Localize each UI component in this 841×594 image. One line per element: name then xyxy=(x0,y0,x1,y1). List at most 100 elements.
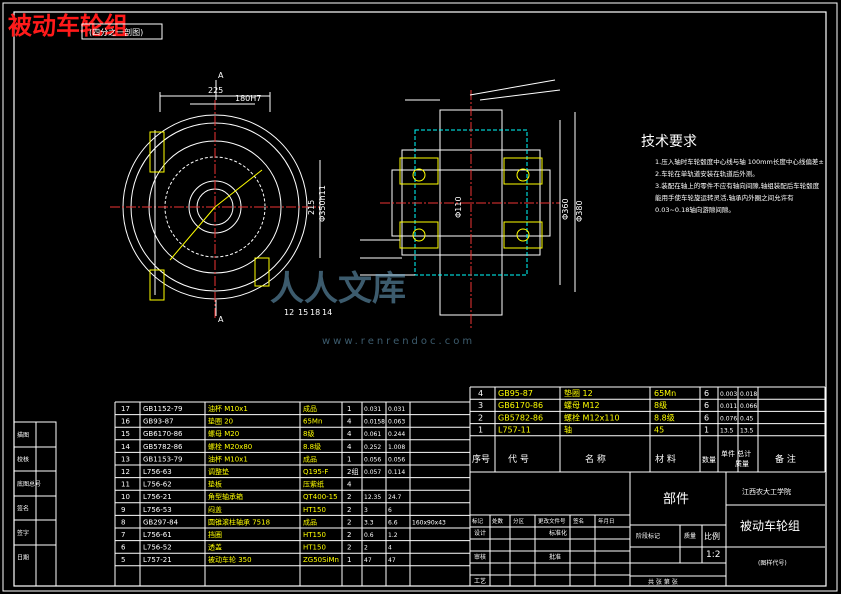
bom-lower-unit-mass: 0.057 xyxy=(364,469,381,476)
view-label-box xyxy=(81,23,163,40)
bom-upper-name: 螺母 M12 xyxy=(564,400,600,410)
bom-lower-code: GB93-87 xyxy=(143,418,174,426)
bom-lower-material: 压紫纸 xyxy=(303,480,324,489)
section-mark-top: A xyxy=(218,71,224,80)
bom-lower-no: 13 xyxy=(121,455,130,463)
bom-upper-name: 螺栓 M12x110 xyxy=(564,412,620,422)
bom-upper-unit-mass: 13.5 xyxy=(720,428,734,435)
dim-215: 215 xyxy=(307,200,316,215)
view-label: (四分之一剖图) xyxy=(89,27,143,37)
bom-lower-code: L756-62 xyxy=(143,481,172,489)
bom-lower-code: GB1153-79 xyxy=(143,455,182,463)
title-drawing-code: (图样代号) xyxy=(758,559,787,567)
bom-header-name: 名 称 xyxy=(585,453,606,465)
bom-lower-code: GB1152-79 xyxy=(143,405,182,413)
bom-lower-name: 油杯 M10x1 xyxy=(208,404,248,413)
bom-upper-no: 3 xyxy=(478,401,483,410)
bom-upper-unit-mass: 0.076 xyxy=(720,415,737,422)
bom-header-weight: 单件 总计 xyxy=(721,449,751,458)
bom-lower-qty: 2 xyxy=(347,493,351,501)
bom-lower-name: 油杯 M10x1 xyxy=(208,454,248,463)
bom-lower-total-mass: 1.2 xyxy=(388,532,398,539)
bom-lower-unit-mass: 0.031 xyxy=(364,406,381,413)
bom-upper-code: GB6170-86 xyxy=(498,401,543,410)
bom-lower-qty: 2 xyxy=(347,544,351,552)
left-column-cell: 签名 xyxy=(17,505,29,513)
bom-upper-no: 2 xyxy=(478,413,483,422)
bom-lower-material: HT150 xyxy=(303,544,326,552)
inner-border xyxy=(13,11,827,587)
bom-upper-no: 1 xyxy=(478,426,483,435)
bom-lower-qty: 4 xyxy=(347,418,352,426)
bom-lower-material: Q195-F xyxy=(303,468,328,476)
title-mass-label: 质量 xyxy=(684,532,696,540)
bom-lower-note: 160x90x43 xyxy=(412,519,446,526)
bom-lower-qty: 2组 xyxy=(347,467,358,476)
bom-header-no: 序号 xyxy=(472,453,490,465)
bom-lower-unit-mass: 47 xyxy=(364,557,372,564)
bom-lower-name: 角型轴承箱 xyxy=(208,492,243,501)
bom-lower-material: ZG50SiMn xyxy=(303,556,339,564)
bom-header-qty: 数量 xyxy=(702,455,716,464)
bom-upper-code: GB5782-86 xyxy=(498,413,543,422)
bom-lower-name: 闷盖 xyxy=(208,505,222,514)
tech-req-line-2: 2.车轮在单轨道安装在轨道后外测。 xyxy=(655,169,759,178)
bom-lower-code: L756-63 xyxy=(143,468,172,476)
bom-lower-material: 成品 xyxy=(303,454,317,463)
bom-lower-code: L756-52 xyxy=(143,544,172,552)
bom-upper-total-mass: 0.45 xyxy=(740,415,754,422)
bom-lower-no: 6 xyxy=(121,544,126,552)
ref-14: 14 xyxy=(322,308,332,317)
end-view xyxy=(110,80,321,318)
title-std-label: 标准化 xyxy=(549,529,567,537)
watermark-url: www.renrendoc.com xyxy=(322,336,475,347)
bom-header-material: 材 料 xyxy=(655,453,676,465)
bom-lower-code: L756-21 xyxy=(143,493,172,501)
title-category: 部件 xyxy=(663,492,689,507)
tech-req-heading: 技术要求 xyxy=(641,134,697,150)
ref-18: 18 xyxy=(310,308,320,317)
dim-dia-left: Φ350h11 xyxy=(318,185,327,222)
bom-lower-unit-mass: 0.0158 xyxy=(364,419,385,426)
title-school: 江西农大工学院 xyxy=(742,487,791,496)
dim-dia-a: Φ360 xyxy=(561,198,570,220)
bom-lower-qty: 4 xyxy=(347,430,352,438)
title-scale: 1:2 xyxy=(706,550,720,560)
bom-lower-material: 8级 xyxy=(303,429,314,438)
title-block: 标记处数分区更改文件号签名年月日设计审核工艺标准化批准部件江西农大工学院被动车轮… xyxy=(469,472,825,586)
title-sheets: 共 张 第 张 xyxy=(648,578,678,586)
bom-lower-name: 调整垫 xyxy=(208,467,229,476)
bom-upper-name: 轴 xyxy=(564,425,572,435)
bom-upper-material: 65Mn xyxy=(654,389,676,398)
left-sign-column xyxy=(13,421,57,587)
bom-lower-total-mass: 0.244 xyxy=(388,431,405,438)
bom-lower-unit-mass: 0.6 xyxy=(364,532,374,539)
bom-lower-total-mass: 1.008 xyxy=(388,444,405,451)
title-sign-row: 审核 xyxy=(474,553,486,561)
dim-dia-b: Φ380 xyxy=(575,200,584,222)
bom-upper-code: L757-11 xyxy=(498,426,531,435)
left-column-cell: 签字 xyxy=(17,529,29,537)
bom-lower-name: 垫圈 20 xyxy=(208,417,233,426)
bom-lower-no: 14 xyxy=(121,443,130,451)
bom-lower-material: 8.8级 xyxy=(303,442,321,451)
title-sign-col: 更改文件号 xyxy=(538,517,566,525)
bom-upper-total-mass: 13.5 xyxy=(740,428,754,435)
bom-lower-material: 成品 xyxy=(303,404,317,413)
bom-lower-no: 17 xyxy=(121,405,130,413)
ref-12: 12 xyxy=(284,308,294,317)
bom-lower-unit-mass: 3.3 xyxy=(364,519,374,526)
bom-lower-code: L757-21 xyxy=(143,556,172,564)
bom-upper-code: GB95-87 xyxy=(498,389,533,398)
tech-req-line-4: 能用手使车轮旋运转灵活,轴承内外圈之间允许有 xyxy=(655,193,794,202)
dim-225: 225 xyxy=(208,86,223,95)
bom-lower-code: GB5782-86 xyxy=(143,443,183,451)
bom-lower-code: GB297-84 xyxy=(143,518,179,526)
left-column-cell: 底图总号 xyxy=(17,480,41,488)
tech-req-line-1: 1.压入轴时车轮毂度中心线与轴 100mm长度中心线偏差± xyxy=(655,157,824,166)
bom-lower-unit-mass: 0.061 xyxy=(364,431,381,438)
bom-upper-unit-mass: 0.003 xyxy=(720,391,737,398)
bom-lower-qty: 2 xyxy=(347,531,351,539)
